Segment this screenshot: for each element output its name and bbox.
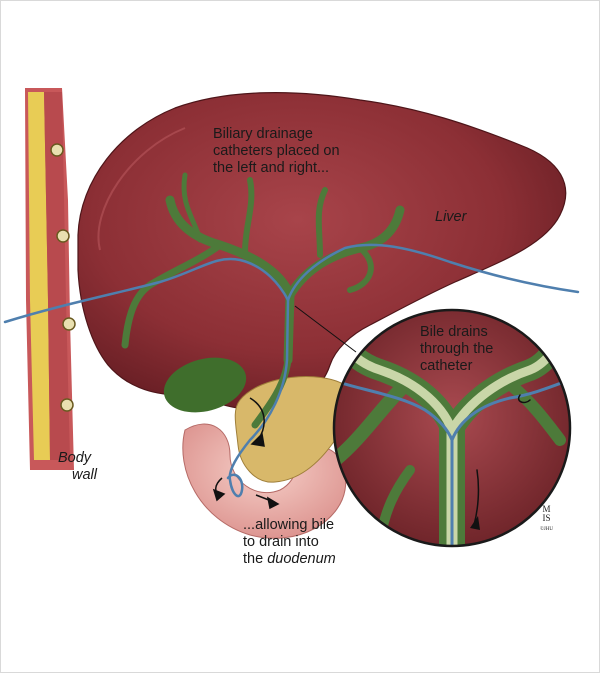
bile-drains-label: Bile drains through the catheter <box>420 324 493 375</box>
zoom-pointer <box>294 305 357 353</box>
catheters-label-line: the left and right... <box>213 160 330 176</box>
signature-mark-bottom: IS <box>542 513 551 523</box>
duodenum-label-italic: duodenum <box>267 551 336 567</box>
duodenum-label-line: the duodenum <box>243 551 336 568</box>
body-wall <box>25 88 76 470</box>
pancreas <box>234 376 353 483</box>
flow-arrows <box>212 397 280 510</box>
bile-drains-label-line: Bile drains <box>420 324 488 340</box>
catheters-label: Biliary drainage catheters placed on the… <box>213 126 340 177</box>
liver-label: Liver <box>435 209 467 225</box>
catheters-label-line: catheters placed on <box>213 143 340 159</box>
signature-mark-top: M <box>542 504 551 514</box>
zoom-inset <box>332 308 572 548</box>
duodenum-label: ...allowing bile to drain into the duode… <box>243 517 336 568</box>
catheter <box>3 243 580 498</box>
body-wall-node <box>56 229 70 243</box>
body-wall-node <box>60 398 74 412</box>
artist-signature: M IS ©JHU <box>540 505 553 534</box>
bile-drains-label-line: catheter <box>420 358 473 374</box>
bile-drains-label-line: through the <box>420 341 494 357</box>
body-wall-label-line: wall <box>72 467 97 483</box>
body-wall-node <box>62 317 76 331</box>
catheters-label-line: Biliary drainage <box>213 126 313 142</box>
signature-copyright: ©JHU <box>540 527 553 532</box>
body-wall-label-line: Body <box>58 450 92 466</box>
gallbladder <box>163 357 247 413</box>
duodenum-label-prefix: the <box>243 551 268 567</box>
duodenum-label-line: to drain into <box>243 534 319 550</box>
body-wall-label: Body wall <box>58 450 97 484</box>
body-wall-node <box>50 143 64 157</box>
duodenum-label-line: ...allowing bile <box>243 517 335 533</box>
